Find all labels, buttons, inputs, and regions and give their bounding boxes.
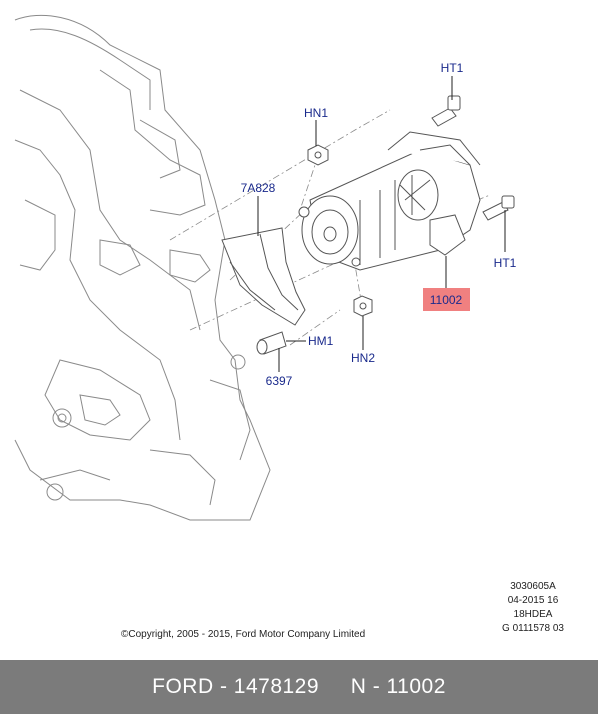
part-number-footer: FORD - 1478129 N - 11002 [0, 660, 598, 714]
copyright-notice: ©Copyright, 2005 - 2015, Ford Motor Comp… [121, 629, 366, 640]
drawing-reference-line-4: G 0111578 03 [502, 623, 564, 634]
callout-labels: HT1 HN1 7A828 HT1 11002 HN2 HM1 6397 [241, 61, 517, 388]
heat-shield-drawing [221, 227, 306, 326]
drawing-reference-line-1: 3030605A [510, 581, 556, 592]
drawing-reference-line-2: 04-2015 16 [507, 595, 559, 606]
callout-ht1-top: HT1 [441, 61, 464, 75]
callout-hn2: HN2 [351, 351, 375, 365]
callout-leader-lines [257, 76, 506, 372]
callout-6397: 6397 [266, 374, 293, 388]
drawing-reference-line-3: 18HDEA [513, 609, 553, 620]
drawing-reference-block: 3030605A 04-2015 16 18HDEA G 0111578 03 [478, 580, 588, 636]
parts-diagram: HT1 HN1 7A828 HT1 11002 HN2 HM1 6397 [14, 14, 517, 521]
starter-motor-drawing [298, 131, 481, 271]
callout-11002: 11002 [430, 293, 463, 307]
callout-hn1: HN1 [304, 106, 328, 120]
callout-ht1-right: HT1 [494, 256, 517, 270]
callout-hm1: HM1 [308, 334, 334, 348]
part-number-label: FORD - 1478129 N - 11002 [152, 675, 446, 698]
part-11002-highlight [423, 288, 470, 311]
fastener-drawings [256, 95, 515, 355]
callout-7a828: 7A828 [241, 181, 276, 195]
engine-block-drawing [14, 14, 271, 521]
